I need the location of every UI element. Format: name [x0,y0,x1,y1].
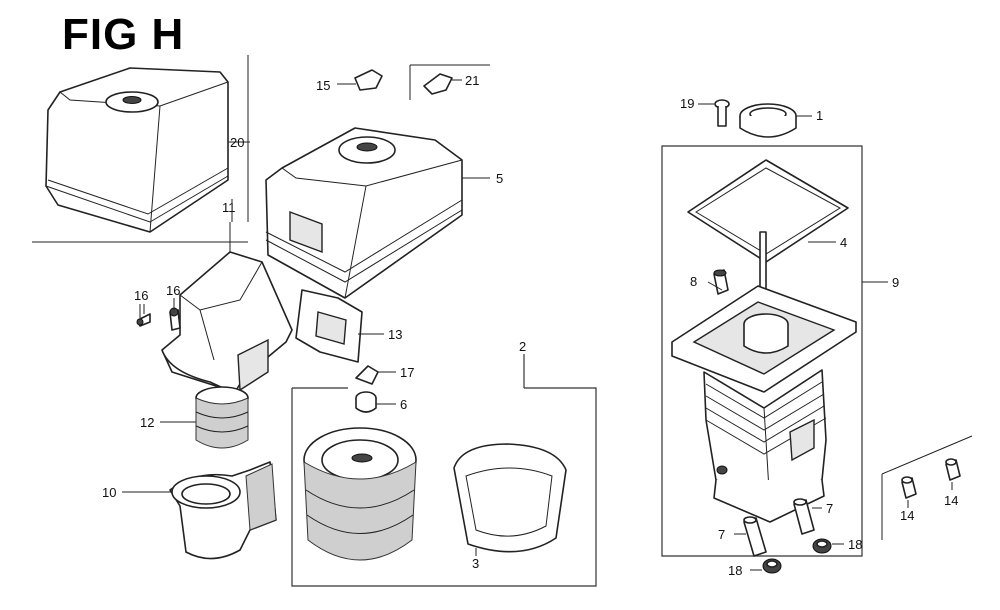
callout-12: 12 [140,415,154,430]
part-18-nut-a [750,558,782,574]
part-2-frame [291,354,597,587]
part-21-clip [409,64,490,100]
part-19-bolt [698,99,730,127]
callout-13: 13 [388,327,402,342]
part-9-frame [661,145,888,557]
part-3-foam-element [453,443,567,556]
part-12-screen [160,386,249,449]
part-11-elbow [161,222,293,395]
callout-18a: 18 [728,563,742,578]
part-2-filter-element [303,427,417,561]
callout-20: 20 [230,135,244,150]
part-7-tube-b [793,498,822,535]
callout-15: 15 [316,78,330,93]
part-15-clip [337,69,383,91]
callout-16b: 16 [166,283,180,298]
part-14-grommet-a [901,476,917,508]
callout-4: 4 [840,235,847,250]
part-20-outer-cover [32,55,250,243]
callout-3: 3 [472,556,479,571]
callout-6: 6 [400,397,407,412]
part-14-grommet-b [945,458,961,490]
figure-title: FIG H [62,10,185,59]
callout-16a: 16 [134,288,148,303]
part-13-gasket [295,289,384,363]
part-17-clip [355,365,396,385]
part-9-case [671,231,857,523]
part-6-nut [355,391,396,413]
callout-18b: 18 [848,537,862,552]
leader-lines [139,199,826,318]
callout-5: 5 [496,171,503,186]
part-7-tube-a [734,516,767,557]
callout-10: 10 [102,485,116,500]
part-14-bracket [881,435,973,540]
part-4-gasket [687,159,849,263]
callout-9: 9 [892,275,899,290]
part-5-cover [265,127,490,299]
part-18-nut-b [812,538,844,554]
callout-14a: 14 [900,508,914,523]
callout-2: 2 [519,339,526,354]
part-16-screw-a [136,304,151,327]
callout-17: 17 [400,365,414,380]
part-8-nut [713,269,729,295]
part-10-housing [122,461,277,560]
part-16-screw-b [169,298,181,331]
callout-7a: 7 [718,527,725,542]
callout-1: 1 [816,108,823,123]
callout-14b: 14 [944,493,958,508]
callout-7b: 7 [826,501,833,516]
callout-19: 19 [680,96,694,111]
callout-21: 21 [465,73,479,88]
callout-11: 11 [222,200,236,215]
part-1-seal-ring [739,103,812,138]
callout-8: 8 [690,274,697,289]
